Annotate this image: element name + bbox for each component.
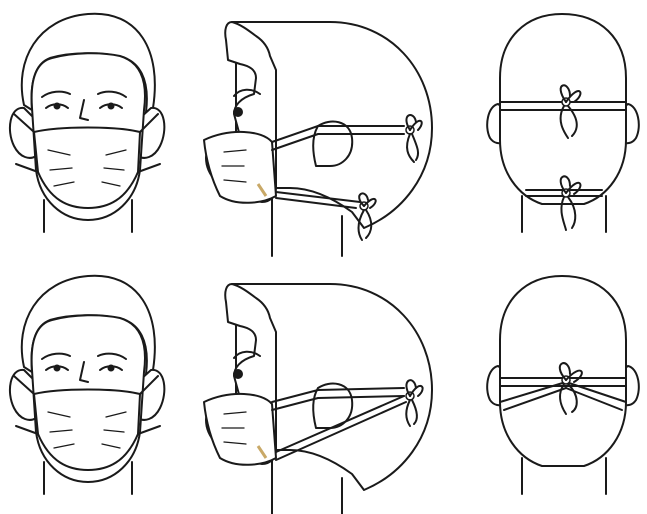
row1-back-view [487,14,639,232]
row1-front-view [10,14,164,232]
row2-side-view [204,284,432,514]
row1-side-view [204,22,432,256]
row2-front-view [10,276,164,494]
row2-back-view [487,276,639,494]
